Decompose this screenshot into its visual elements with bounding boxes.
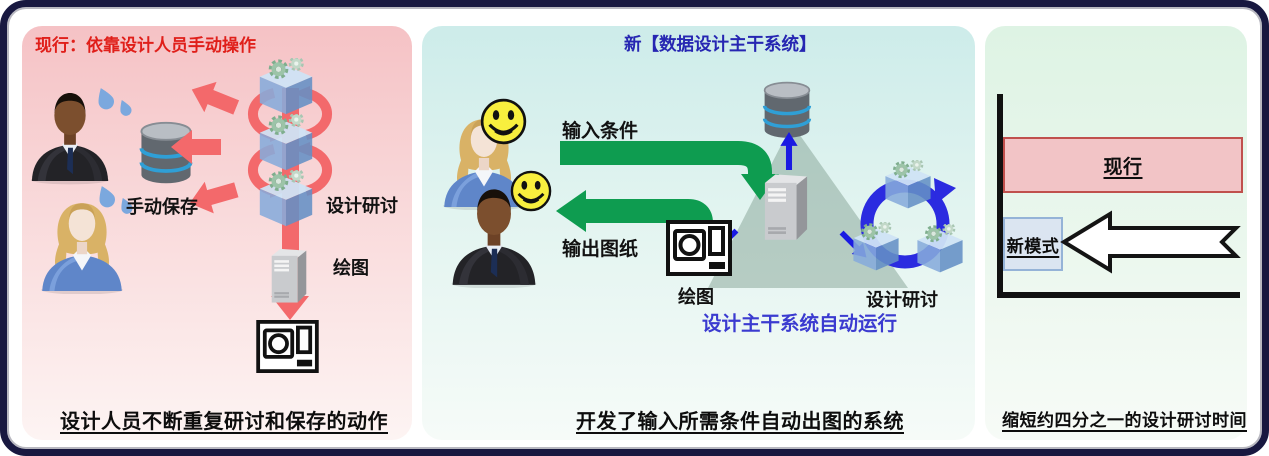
- process-cube-icon: [848, 222, 904, 272]
- label-drawing: 绘图: [333, 258, 369, 278]
- blueprint-icon: [256, 320, 319, 373]
- label-input-conditions: 输入条件: [562, 121, 639, 142]
- chart-x-axis: [997, 292, 1240, 298]
- bar-new: 新模式: [1003, 217, 1063, 271]
- panel-current-title: 现行：依靠设计人员手动操作: [35, 36, 256, 55]
- process-cube-icon: [254, 114, 318, 172]
- sweat-drops-icon: [95, 86, 133, 126]
- label-design-study-new: 设计研讨: [866, 290, 938, 310]
- blue-up-arrow-icon: [780, 132, 798, 170]
- panel-current-caption: 设计人员不断重复研讨和保存的动作: [60, 411, 388, 433]
- panel-new-caption: 开发了输入所需条件自动出图的系统: [576, 411, 904, 433]
- reduction-arrow-icon: [1060, 210, 1241, 274]
- process-cube-icon: [254, 170, 318, 228]
- panel-new-title: 新【数据设计主干系统】: [624, 34, 817, 54]
- label-auto-run: 设计主干系统自动运行: [702, 313, 898, 335]
- block-arrow-icon: [170, 130, 222, 164]
- label-manual-save: 手动保存: [126, 197, 198, 217]
- server-icon: [758, 166, 814, 244]
- blueprint-icon: [666, 220, 732, 276]
- chart-y-axis: [997, 94, 1003, 298]
- bar-current-label: 现行: [1103, 156, 1143, 178]
- label-design-study: 设计研讨: [326, 196, 398, 216]
- smiley-icon: [480, 98, 527, 145]
- panel-result-caption: 缩短约四分之一的设计研讨时间: [1002, 411, 1247, 430]
- process-cube-icon: [912, 224, 968, 274]
- label-drawing-new: 绘图: [678, 287, 714, 307]
- process-cube-icon: [254, 58, 318, 116]
- label-output-drawings: 输出图纸: [562, 239, 639, 260]
- bar-new-label: 新模式: [1006, 236, 1060, 256]
- process-cube-icon: [880, 160, 936, 210]
- bar-current: 现行: [1003, 137, 1243, 193]
- server-icon: [265, 242, 313, 306]
- smiley-icon: [510, 170, 552, 212]
